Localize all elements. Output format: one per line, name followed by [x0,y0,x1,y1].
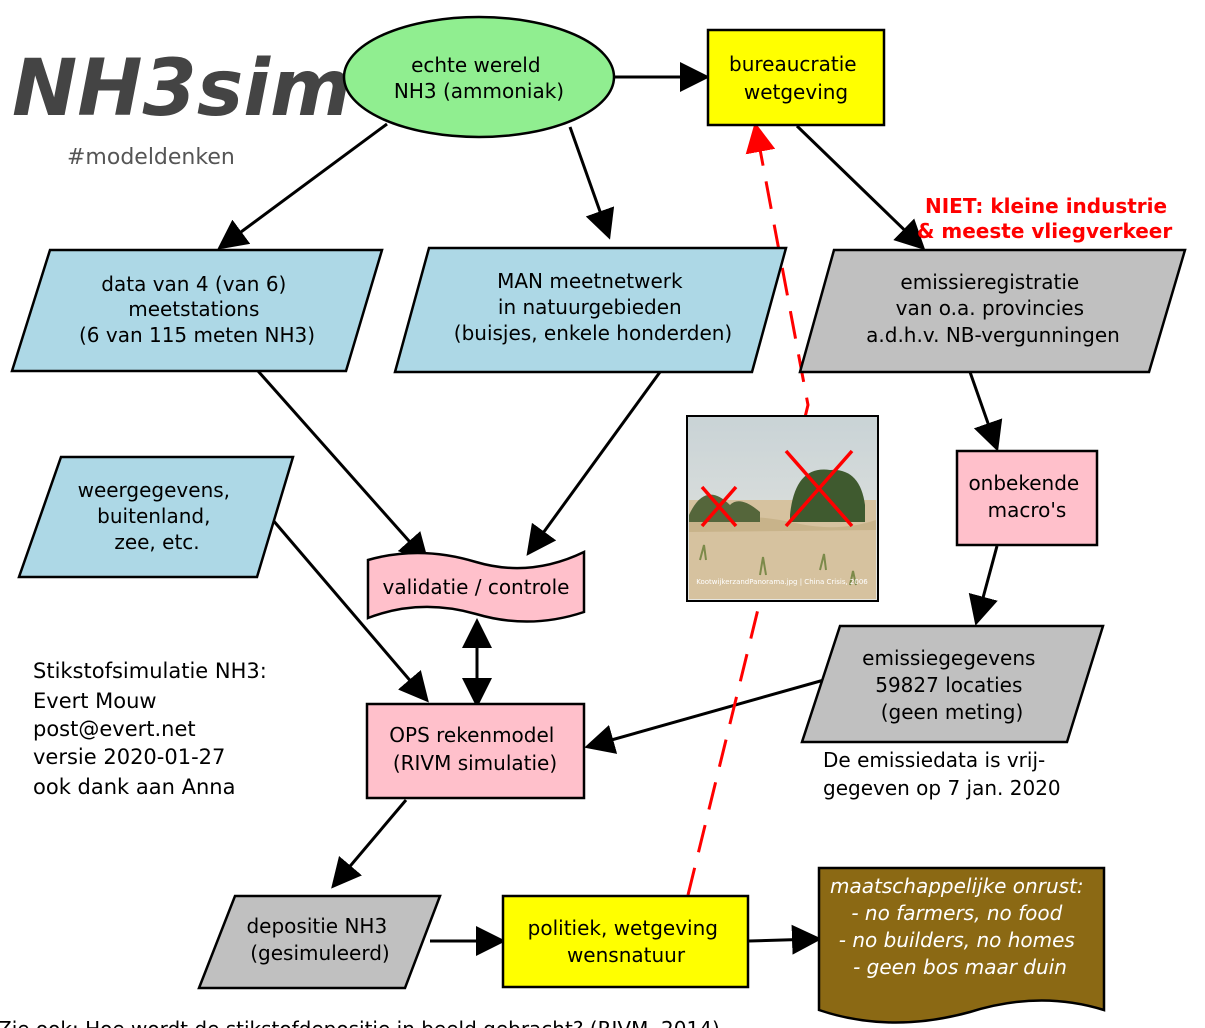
edge-wereld-man [568,126,615,240]
edge-politiek-onrust [748,924,822,955]
photo-caption: KootwijkerzandPanorama.jpg | China Crisi… [696,578,868,586]
edge-weergegevens-ops [270,518,429,703]
edge-emissiegegevens-ops [584,678,825,754]
node-echte-wereld: echte wereld NH3 (ammoniak) [342,15,616,139]
man-meetnetwerk-text: MAN meetnetwerk in natuurgebieden (buisj… [454,269,732,345]
emissiegegevens-text: emissiegegevens 59827 locaties (geen met… [862,646,1042,724]
bureaucratie-text: bureaucratie wetgeving [729,52,863,104]
node-politiek: politiek, wetgeving wensnatuur [501,894,750,989]
node-emissieregistratie: emissieregistratie van o.a. provincies a… [798,248,1187,374]
depositie-text: depositie NH3 (gesimuleerd) [246,914,393,965]
meetstations-text: data van 4 (van 6) meetstations (6 van 1… [79,272,315,347]
echte-wereld-text: echte wereld NH3 (ammoniak) [394,53,564,103]
node-man-meetnetwerk: MAN meetnetwerk in natuurgebieden (buisj… [393,246,788,374]
ops-rekenmodel-text: OPS rekenmodel (RIVM simulatie) [389,723,560,775]
node-emissiegegevens: emissiegegevens 59827 locaties (geen met… [800,624,1105,744]
niet-note: NIET: kleine industrie & meeste vliegver… [917,194,1174,243]
node-maatschappelijke-onrust: maatschappelijke onrust: - no farmers, n… [817,866,1106,1024]
edge-emissieregistratie-macros [968,371,1003,452]
edges [217,62,1003,956]
node-bureaucratie: bureaucratie wetgeving [706,28,886,127]
node-weergegevens: weergegevens, buitenland, zee, etc. [17,455,295,579]
node-validatie: validatie / controle [366,550,586,623]
edge-meetstations-validatie [256,370,429,564]
node-ops-rekenmodel: OPS rekenmodel (RIVM simulatie) [365,702,586,800]
diagram-title: NH3sim [12,44,351,134]
onrust-text: maatschappelijke onrust: - no farmers, n… [830,874,1090,979]
footer-reference: Zie ook: Hoe wordt de stikstofdepositie … [0,1017,720,1028]
onbekende-macros-text: onbekende macro's [968,471,1085,522]
edge-ops-depositie [331,799,408,889]
node-meetstations: data van 4 (van 6) meetstations (6 van 1… [10,248,384,373]
politiek-text: politiek, wetgeving wensnatuur [528,916,725,967]
node-onbekende-macros: onbekende macro's [955,449,1099,547]
emissieregistratie-text: emissieregistratie van o.a. provincies a… [866,270,1120,347]
emissiedata-note: De emissiedata is vrij- gegeven op 7 jan… [823,748,1061,800]
credits: Stikstofsimulatie NH3: Evert Mouw post@e… [33,659,274,799]
edge-macros-emissiegegevens [968,545,999,626]
edge-politiek-bureaucratie-feedback [686,122,810,896]
validatie-text: validatie / controle [383,575,570,599]
node-depositie: depositie NH3 (gesimuleerd) [197,894,442,990]
edge-wereld-meetstations [217,122,388,250]
landscape-photo: KootwijkerzandPanorama.jpg | China Crisi… [686,415,879,602]
edge-bureaucratie-emissieregistratie [795,124,926,251]
edge-man-validatie [526,371,662,556]
weergegevens-text: weergegevens, buitenland, zee, etc. [78,478,237,554]
hashtag: #modeldenken [67,145,235,170]
